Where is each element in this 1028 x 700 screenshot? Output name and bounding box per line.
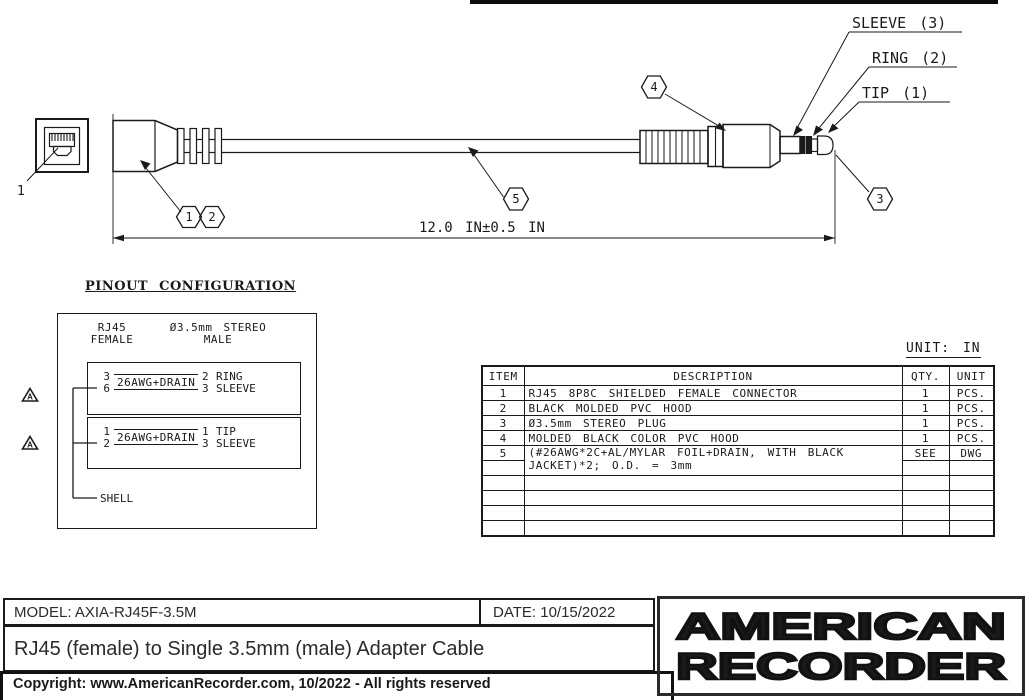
drawing-title: RJ45 (female) to Single 3.5mm (male) Ada… — [3, 625, 655, 672]
bom-table: ITEM DESCRIPTION QTY. UNIT 1 RJ45 8P8C S… — [481, 365, 995, 537]
plug-body — [707, 123, 781, 169]
shell-connection-lines — [72, 387, 97, 499]
scan-artifact-bar — [470, 0, 998, 4]
connector-item-label: 1 — [17, 184, 25, 199]
callout-3: 3 — [876, 192, 883, 206]
unit-note: UNIT: IN — [906, 341, 981, 358]
bom-empty-row — [481, 490, 995, 506]
rj45-front-view-icon — [35, 118, 89, 173]
hood-strain-ribs — [176, 127, 223, 165]
bom-row: 1 RJ45 8P8C SHIELDED FEMALE CONNECTOR 1 … — [481, 385, 995, 401]
callout-4: 4 — [650, 80, 657, 94]
pinout-header-rj45: RJ45 FEMALE — [90, 321, 134, 346]
bom-row: 4 MOLDED BLACK COLOR PVC HOOD 1 PCS. — [481, 430, 995, 446]
bom-header-description: DESCRIPTION — [523, 365, 903, 386]
cable-drawing: SLEEVE (3) RING (2) TIP (1) 1 12.0 IN±0.… — [17, 14, 962, 244]
svg-text:A: A — [27, 441, 33, 450]
bom-row: 2 BLACK MOLDED PVC HOOD 1 PCS. — [481, 400, 995, 416]
length-dimension: 12.0 IN±0.5 IN — [419, 220, 545, 236]
bom-row: 5 (#26AWG*2C+AL/MYLAR FOIL+DRAIN, WITH B… — [481, 445, 995, 476]
bom-row: 3 Ø3.5mm STEREO PLUG 1 PCS. — [481, 415, 995, 431]
bom-empty-row — [481, 505, 995, 521]
cable-lines — [221, 138, 640, 154]
callout-2: 2 — [208, 210, 215, 224]
svg-text:AMERICAN: AMERICAN — [676, 606, 1006, 647]
plug-strain-relief — [639, 129, 709, 165]
shell-label: SHELL — [100, 492, 134, 505]
pair1-wire-label: 26AWG+DRAIN — [114, 374, 199, 390]
pinout-title: PINOUT CONFIGURATION — [85, 279, 297, 294]
callout-5: 5 — [512, 192, 519, 206]
bom-row — [481, 460, 995, 476]
arrowheads — [113, 122, 839, 242]
trs-shaft — [779, 135, 834, 156]
callout-1: 1 — [185, 210, 192, 224]
tip-label: TIP (1) — [862, 84, 929, 102]
bom-header-item: ITEM — [481, 365, 525, 386]
sleeve-label: SLEEVE (3) — [852, 14, 946, 32]
bom-empty-row — [481, 475, 995, 491]
logo-wordmark: AMERICAN RECORDER — [675, 605, 1008, 689]
model-number: MODEL: AXIA-RJ45F-3.5M — [14, 604, 197, 621]
bom-empty-row — [481, 520, 995, 537]
pinout-header-stereo: Ø3.5mm STEREO MALE — [169, 321, 267, 346]
pair2-wire-label: 26AWG+DRAIN — [114, 429, 199, 445]
svg-text:RECORDER: RECORDER — [676, 646, 1006, 687]
callout-hexagons — [175, 75, 894, 229]
revision-triangle-icon: A — [21, 387, 39, 402]
american-recorder-logo: AMERICAN RECORDER — [657, 596, 1025, 696]
bom-header-unit: UNIT — [948, 365, 995, 386]
drawing-date: DATE: 10/15/2022 — [479, 600, 653, 624]
ring-label: RING (2) — [872, 49, 948, 67]
svg-text:A: A — [27, 393, 33, 402]
bom-header-qty: QTY. — [901, 365, 950, 386]
bom-header-row: ITEM DESCRIPTION QTY. UNIT — [481, 365, 995, 386]
revision-triangle-icon: A — [21, 435, 39, 450]
pinout-box — [57, 313, 317, 529]
copyright-notice: Copyright: www.AmericanRecorder.com, 10/… — [0, 671, 674, 700]
model-date-row: MODEL: AXIA-RJ45F-3.5M DATE: 10/15/2022 — [3, 598, 655, 626]
